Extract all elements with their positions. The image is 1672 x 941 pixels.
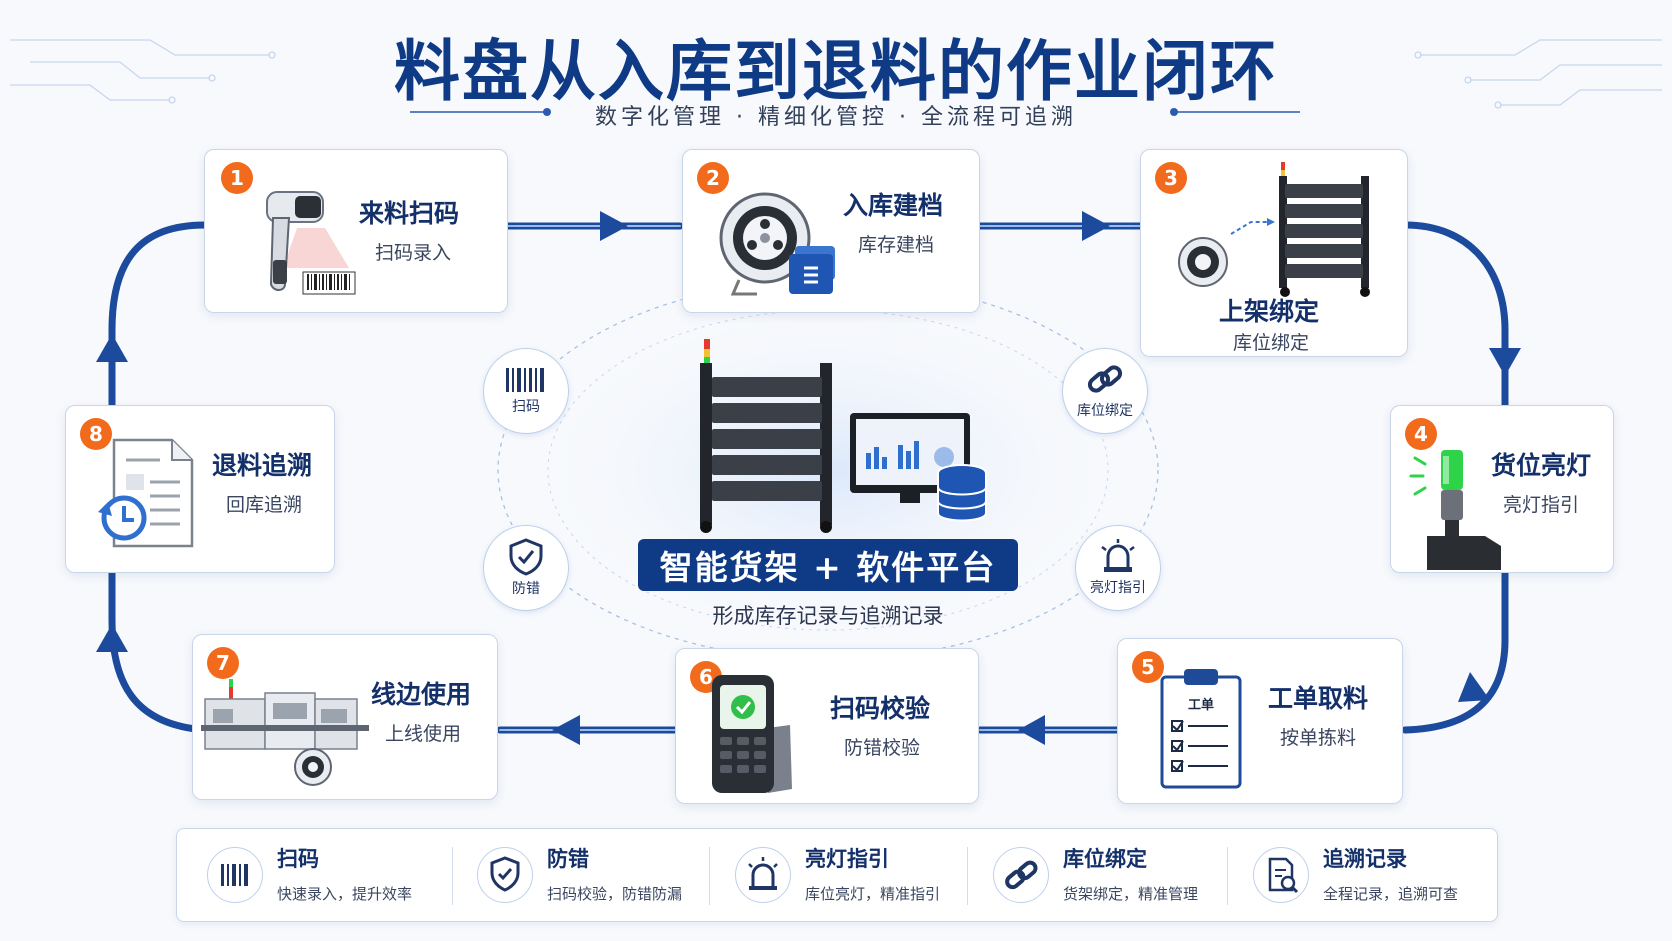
document-search-icon <box>1268 857 1299 894</box>
arrow-up-icon <box>96 624 128 652</box>
step-badge-8: 8 <box>80 418 112 450</box>
arrow-right-icon <box>1082 211 1110 241</box>
ring-icon-label: 扫码 <box>512 399 540 415</box>
alarm-light-icon <box>1101 539 1135 572</box>
barcode-icon <box>221 864 248 886</box>
feature-desc: 扫码校验，防错防漏 <box>547 885 683 903</box>
step-badge-7: 7 <box>207 647 239 679</box>
shield-check-icon <box>509 538 543 576</box>
step-title-3: 上架绑定 <box>1219 297 1320 326</box>
step-title-4: 货位亮灯 <box>1491 451 1592 480</box>
feature-icon-wrap <box>207 847 263 903</box>
step-title-7: 线边使用 <box>371 680 472 709</box>
step-card-7: 7 线边使用 上线使用 <box>192 634 498 800</box>
feature-icon-wrap <box>993 847 1049 903</box>
step-title-8: 退料追溯 <box>212 451 313 480</box>
step-title-5: 工单取料 <box>1268 684 1369 713</box>
circuit-decoration-right <box>1414 39 1662 109</box>
stack-light-icon <box>1409 450 1501 570</box>
feature-title: 防错 <box>547 847 589 871</box>
flow-arrows <box>96 211 1521 745</box>
ring-icon-light-guide: 亮灯指引 <box>1075 525 1161 611</box>
feature-scan: 扫码 快速录入，提升效率 <box>187 829 437 921</box>
arrow-up-icon <box>96 334 128 362</box>
ring-icon-error-proof: 防错 <box>483 525 569 611</box>
feature-title: 追溯记录 <box>1323 847 1407 871</box>
return-trace-document-icon <box>98 438 194 548</box>
step-badge-5: 5 <box>1132 651 1164 683</box>
step-sub-6: 防错校验 <box>844 737 921 759</box>
feature-icon-wrap <box>477 847 533 903</box>
step-sub-1: 扫码录入 <box>375 242 452 264</box>
center-caption: 形成库存记录与追溯记录 <box>712 604 944 628</box>
feature-title: 扫码 <box>277 847 319 871</box>
clipboard-label: 工单 <box>1188 697 1214 713</box>
arrow-right-icon <box>600 211 628 241</box>
smart-shelf-platform-icon <box>700 339 987 533</box>
step-badge-3: 3 <box>1155 162 1187 194</box>
shelf-binding-icon <box>1178 162 1370 297</box>
link-icon <box>1087 365 1123 393</box>
arrow-down-right-icon <box>1458 672 1490 702</box>
step-card-3: 3 上架绑定 库位绑定 <box>1140 149 1408 357</box>
step-card-1: 1 来料扫码 扫码录入 <box>204 149 508 313</box>
step-card-8: 8 退料追溯 回库追溯 <box>65 405 335 573</box>
feature-title: 亮灯指引 <box>805 847 889 871</box>
feature-icon-wrap <box>735 847 791 903</box>
step-sub-7: 上线使用 <box>385 723 462 745</box>
arrow-left-icon <box>552 715 580 745</box>
ring-icon-label: 防错 <box>512 581 540 597</box>
feature-trace: 追溯记录 全程记录，追溯可查 <box>1233 829 1493 921</box>
step-card-2: 2 入库建档 库存建档 <box>682 149 980 313</box>
feature-desc: 全程记录，追溯可查 <box>1323 885 1459 903</box>
step-sub-5: 按单拣料 <box>1280 727 1357 749</box>
step-sub-8: 回库追溯 <box>226 494 303 516</box>
barcode-scanner-icon <box>266 191 356 295</box>
feature-icon-wrap <box>1253 847 1309 903</box>
smt-line-icon <box>201 679 369 786</box>
alarm-light-icon <box>748 857 778 890</box>
feature-divider <box>709 847 710 905</box>
feature-divider <box>967 847 968 905</box>
step-sub-2: 库存建档 <box>858 234 935 256</box>
feature-desc: 快速录入，提升效率 <box>277 885 413 903</box>
feature-bar: 扫码 快速录入，提升效率 防错 扫码校验，防错防漏 亮灯指引 库位亮灯，精准指引… <box>176 828 1498 922</box>
ring-icon-label: 库位绑定 <box>1077 403 1133 419</box>
clipboard-checklist-icon: 工单 <box>1160 669 1242 789</box>
step-sub-3: 库位绑定 <box>1233 332 1310 354</box>
feature-desc: 货架绑定，精准管理 <box>1063 885 1199 903</box>
center-banner: 智能货架 + 软件平台 <box>638 539 1018 591</box>
circuit-decoration-left <box>10 39 276 104</box>
feature-desc: 库位亮灯，精准指引 <box>805 885 941 903</box>
step-badge-1: 1 <box>221 162 253 194</box>
arrow-left-icon <box>1018 715 1045 745</box>
page-title: 料盘从入库到退料的作业闭环 <box>394 33 1278 110</box>
feature-title: 库位绑定 <box>1063 847 1147 871</box>
feature-light-guide: 亮灯指引 库位亮灯，精准指引 <box>715 829 975 921</box>
feature-error-proof: 防错 扫码校验，防错防漏 <box>457 829 707 921</box>
step-title-2: 入库建档 <box>843 191 944 220</box>
step-title-1: 来料扫码 <box>359 199 460 228</box>
step-badge-4: 4 <box>1405 418 1437 450</box>
feature-divider <box>452 847 453 905</box>
ring-icon-scan: 扫码 <box>483 348 569 434</box>
ring-icon-label: 亮灯指引 <box>1090 580 1146 596</box>
arrow-down-icon <box>1489 348 1521 376</box>
step-card-6: 6 扫码校验 防错校验 <box>675 648 979 804</box>
step-card-5: 5 工单 工单取料 按单拣料 <box>1117 638 1403 804</box>
barcode-icon <box>506 368 544 392</box>
shield-check-icon <box>490 856 520 892</box>
step-card-4: 4 货位亮灯 亮灯指引 <box>1390 405 1614 573</box>
step-title-6: 扫码校验 <box>830 694 931 723</box>
page-subtitle: 数字化管理 · 精细化管控 · 全流程可追溯 <box>595 105 1077 130</box>
step-badge-2: 2 <box>697 162 729 194</box>
handheld-pda-icon <box>712 675 792 793</box>
link-icon <box>1005 860 1038 890</box>
feature-divider <box>1227 847 1228 905</box>
feature-binding: 库位绑定 货架绑定，精准管理 <box>973 829 1233 921</box>
step-sub-4: 亮灯指引 <box>1503 494 1580 516</box>
reel-archive-icon <box>719 192 835 296</box>
ring-icon-bind: 库位绑定 <box>1062 348 1148 434</box>
